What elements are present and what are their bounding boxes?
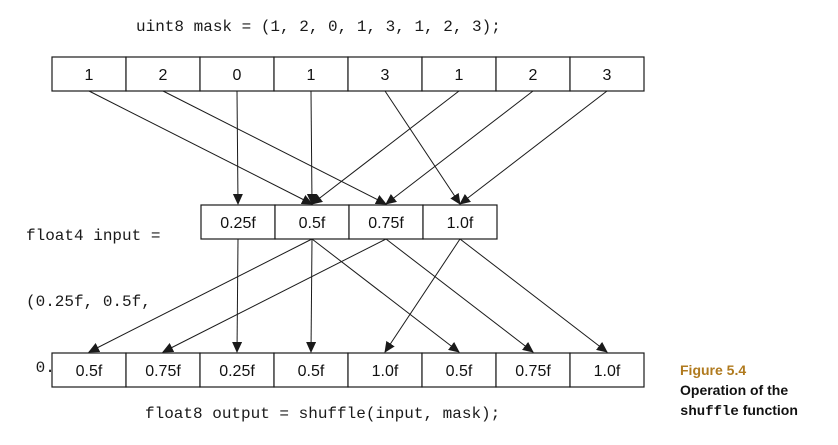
output-value: 1.0f [594, 363, 621, 380]
mask-value: 1 [455, 67, 464, 84]
flow-arrow [384, 238, 461, 353]
flow-arrow [311, 238, 460, 353]
mask-cell [421, 56, 497, 92]
flow-arrow [88, 90, 313, 205]
output-value: 0.75f [515, 363, 551, 380]
mask-array: 1 2 0 1 3 1 2 3 [51, 56, 645, 92]
input-cell [422, 204, 498, 240]
input-value: 0.5f [299, 215, 326, 232]
mask-declaration: uint8 mask = (1, 2, 0, 1, 3, 1, 2, 3); [136, 18, 501, 36]
figure-description-line2: shuffle function [680, 400, 838, 422]
flow-arrow [384, 90, 461, 205]
flow-arrow [311, 90, 460, 205]
input-code-line: (0.25f, 0.5f, [26, 293, 151, 311]
figure-code-word: shuffle [680, 404, 739, 420]
mask-value: 2 [529, 67, 538, 84]
output-cell [347, 352, 423, 388]
input-value: 0.75f [368, 215, 404, 232]
flow-arrow [306, 238, 317, 353]
input-array: 0.25f 0.5f 0.75f 1.0f [200, 204, 498, 240]
mask-value: 3 [603, 67, 612, 84]
input-value: 0.25f [220, 215, 256, 232]
flow-arrow [162, 238, 387, 353]
output-cell [273, 352, 349, 388]
flow-arrow [162, 90, 387, 205]
figure-caption: Figure 5.4 Operation of the shuffle func… [680, 360, 838, 422]
flow-arrow [232, 90, 243, 205]
mask-cell [51, 56, 127, 92]
input-cell [200, 204, 276, 240]
output-value: 1.0f [372, 363, 399, 380]
flow-arrow [459, 238, 608, 353]
input-code-line: float4 input = [26, 227, 161, 245]
output-cell [421, 352, 497, 388]
flow-arrow [306, 90, 317, 205]
input-value: 1.0f [447, 215, 474, 232]
mask-cell [273, 56, 349, 92]
output-cell [199, 352, 275, 388]
mask-cell [569, 56, 645, 92]
mask-value: 3 [381, 67, 390, 84]
flow-arrow [385, 90, 534, 205]
output-value: 0.75f [145, 363, 181, 380]
output-cell [125, 352, 201, 388]
output-value: 0.5f [446, 363, 473, 380]
output-declaration: float8 output = shuffle(input, mask); [145, 405, 501, 423]
output-array: 0.5f 0.75f 0.25f 0.5f 1.0f 0.5f 0.75f 1.0f [51, 352, 645, 388]
arrow-group [88, 90, 608, 353]
mask-value: 0 [233, 67, 242, 84]
mask-value: 1 [85, 67, 94, 84]
flow-arrow [385, 238, 534, 353]
mask-cell [125, 56, 201, 92]
mask-value: 2 [159, 67, 168, 84]
flow-arrow [232, 238, 243, 353]
input-cell [274, 204, 350, 240]
mask-value: 1 [307, 67, 316, 84]
flow-arrow [459, 90, 608, 205]
figure-description-suffix: function [738, 402, 798, 418]
output-value: 0.5f [298, 363, 325, 380]
figure-label: Figure 5.4 [680, 362, 747, 378]
output-cell [495, 352, 571, 388]
output-cell [569, 352, 645, 388]
output-cell [51, 352, 127, 388]
flow-arrow [88, 238, 313, 353]
output-value: 0.5f [76, 363, 103, 380]
figure-description-line1: Operation of the [680, 382, 789, 398]
mask-cell [495, 56, 571, 92]
output-value: 0.25f [219, 363, 255, 380]
